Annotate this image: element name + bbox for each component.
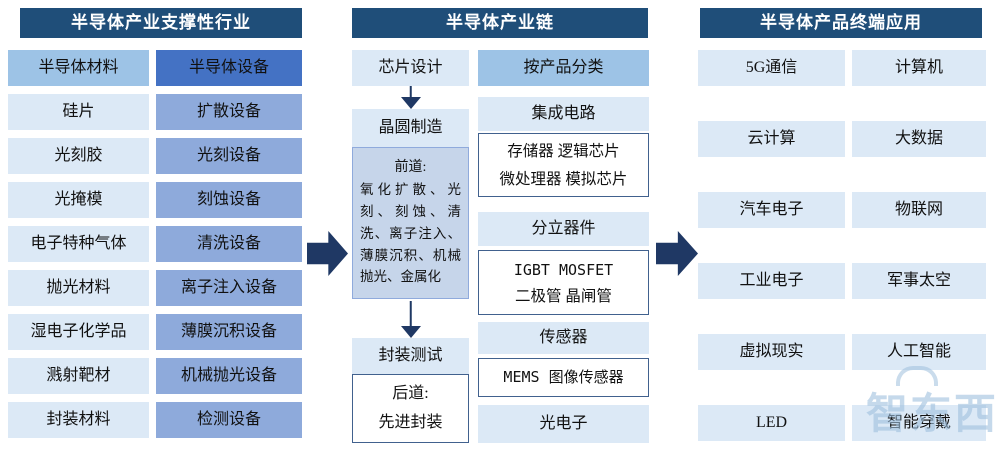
product-classify-header: 按产品分类 (478, 50, 649, 86)
material-item: 电子特种气体 (8, 226, 149, 262)
ic-detail-box: 存储器 逻辑芯片 微处理器 模拟芯片 (478, 133, 649, 197)
application-item: 人工智能 (852, 334, 986, 370)
discrete-detail-line: IGBT MOSFET (513, 261, 614, 279)
chain-column-title: 半导体产业链 (352, 8, 648, 38)
material-item: 光掩模 (8, 182, 149, 218)
application-item: 物联网 (852, 192, 986, 228)
watermark-arc-icon (896, 366, 938, 386)
equipment-item: 机械抛光设备 (156, 358, 302, 394)
materials-column: 半导体材料 硅片 光刻胶 光掩模 电子特种气体 抛光材料 湿电子化学品 溅射靶材… (8, 50, 149, 438)
watermark: 智东西 (866, 390, 999, 437)
back-end-detail: 先进封装 (378, 414, 443, 431)
back-end-label: 后道: (392, 385, 429, 402)
equipment-item: 光刻设备 (156, 138, 302, 174)
equipment-item: 离子注入设备 (156, 270, 302, 306)
application-item: 工业电子 (698, 263, 845, 299)
application-item: 大数据 (852, 121, 986, 157)
down-arrow-icon (352, 301, 469, 338)
sensor-box: 传感器 (478, 322, 649, 354)
support-column-title: 半导体产业支撑性行业 (20, 8, 302, 38)
application-item: 军事太空 (852, 263, 986, 299)
application-item: LED (698, 405, 845, 441)
equipment-item: 薄膜沉积设备 (156, 314, 302, 350)
ic-box: 集成电路 (478, 97, 649, 131)
equipment-header: 半导体设备 (156, 50, 302, 86)
discrete-box: 分立器件 (478, 212, 649, 246)
optoelectronics-box: 光电子 (478, 405, 649, 443)
back-end-box: 后道: 先进封装 (352, 374, 469, 443)
equipment-item: 刻蚀设备 (156, 182, 302, 218)
material-item: 硅片 (8, 94, 149, 130)
ic-detail-line: 微处理器 模拟芯片 (499, 171, 628, 188)
application-item: 虚拟现实 (698, 334, 845, 370)
material-item: 湿电子化学品 (8, 314, 149, 350)
right-arrow-icon (307, 231, 348, 276)
application-item: 汽车电子 (698, 192, 845, 228)
sensor-detail-line: MEMS 图像传感器 (503, 368, 624, 386)
application-item: 云计算 (698, 121, 845, 157)
package-test-box: 封装测试 (352, 338, 469, 374)
front-end-label: 前道: (394, 160, 427, 175)
equipment-column: 半导体设备 扩散设备 光刻设备 刻蚀设备 清洗设备 离子注入设备 薄膜沉积设备 … (156, 50, 302, 438)
application-item: 5G通信 (698, 50, 845, 86)
front-end-detail: 氧化扩散、光刻、刻蚀、清洗、离子注入、薄膜沉积、机械抛光、金属化 (360, 182, 461, 285)
equipment-item: 清洗设备 (156, 226, 302, 262)
ic-detail-line: 存储器 逻辑芯片 (507, 143, 620, 160)
sensor-detail-box: MEMS 图像传感器 (478, 358, 649, 397)
material-item: 光刻胶 (8, 138, 149, 174)
material-item: 封装材料 (8, 402, 149, 438)
application-item: 计算机 (852, 50, 986, 86)
discrete-detail-box: IGBT MOSFET 二极管 晶闸管 (478, 250, 649, 315)
equipment-item: 检测设备 (156, 402, 302, 438)
application-item: 智能穿戴 (852, 405, 986, 441)
material-item: 抛光材料 (8, 270, 149, 306)
material-item: 溅射靶材 (8, 358, 149, 394)
applications-right-column: 计算机 大数据 物联网 军事太空 人工智能 智能穿戴 (852, 50, 986, 441)
front-end-panel: 前道: 氧化扩散、光刻、刻蚀、清洗、离子注入、薄膜沉积、机械抛光、金属化 (352, 147, 469, 299)
discrete-detail-line: 二极管 晶闸管 (515, 288, 612, 305)
equipment-item: 扩散设备 (156, 94, 302, 130)
chip-design-box: 芯片设计 (352, 50, 469, 86)
applications-left-column: 5G通信 云计算 汽车电子 工业电子 虚拟现实 LED (698, 50, 845, 441)
applications-column-title: 半导体产品终端应用 (700, 8, 982, 38)
down-arrow-icon (352, 86, 469, 109)
right-arrow-icon (656, 231, 698, 276)
wafer-fab-box: 晶圆制造 (352, 109, 469, 147)
materials-header: 半导体材料 (8, 50, 149, 86)
